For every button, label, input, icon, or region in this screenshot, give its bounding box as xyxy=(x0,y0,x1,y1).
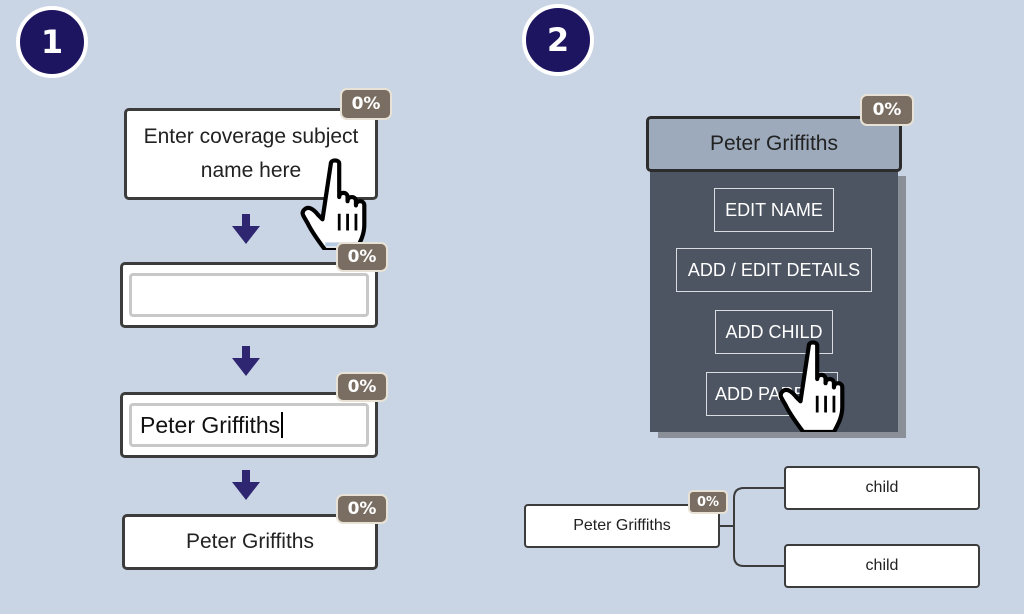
tree-child-label: child xyxy=(865,479,899,496)
down-arrow-icon xyxy=(232,214,260,244)
coverage-subject-node-empty-input xyxy=(120,262,378,328)
add-child-button[interactable]: ADD CHILD xyxy=(715,310,833,354)
context-menu-panel xyxy=(650,168,898,432)
text-caret xyxy=(281,412,284,438)
progress-badge: 0% xyxy=(336,242,388,272)
subject-name-input-value: Peter Griffiths xyxy=(140,411,281,438)
edit-name-button[interactable]: EDIT NAME xyxy=(714,188,834,232)
add-child-label: ADD CHILD xyxy=(725,321,823,342)
step-1-number: 1 xyxy=(40,23,64,61)
subject-card-title: Peter Griffiths xyxy=(710,132,838,155)
add-edit-details-button[interactable]: ADD / EDIT DETAILS xyxy=(676,248,872,292)
pointing-hand-cursor-icon xyxy=(778,340,845,432)
subject-card-header[interactable]: Peter Griffiths xyxy=(646,116,902,172)
tree-root-label: Peter Griffiths xyxy=(573,517,671,534)
progress-badge: 0% xyxy=(340,88,392,120)
coverage-subject-placeholder-text: Enter coverage subject name here xyxy=(143,125,359,182)
progress-badge: 0% xyxy=(336,372,388,402)
step-2-badge: 2 xyxy=(522,4,594,76)
down-arrow-icon xyxy=(232,346,260,376)
tree-root-node[interactable]: Peter Griffiths xyxy=(524,504,720,548)
down-arrow-icon xyxy=(232,470,260,500)
coverage-subject-node-named[interactable]: Peter Griffiths xyxy=(122,514,378,570)
coverage-subject-name: Peter Griffiths xyxy=(186,530,314,553)
tree-child-node[interactable]: child xyxy=(784,544,980,588)
progress-badge: 0% xyxy=(688,490,728,514)
tree-child-node[interactable]: child xyxy=(784,466,980,510)
progress-badge: 0% xyxy=(336,494,388,524)
subject-name-input-empty[interactable] xyxy=(129,273,369,317)
tree-child-label: child xyxy=(865,557,899,574)
edit-name-label: EDIT NAME xyxy=(725,199,823,220)
pointing-hand-cursor-icon xyxy=(300,158,367,250)
subject-name-input-filled[interactable]: Peter Griffiths xyxy=(129,403,369,447)
step-2-number: 2 xyxy=(546,21,570,59)
coverage-subject-node-filled-input: Peter Griffiths xyxy=(120,392,378,458)
step-1-badge: 1 xyxy=(16,6,88,78)
progress-badge: 0% xyxy=(860,94,914,126)
add-edit-details-label: ADD / EDIT DETAILS xyxy=(687,259,861,280)
